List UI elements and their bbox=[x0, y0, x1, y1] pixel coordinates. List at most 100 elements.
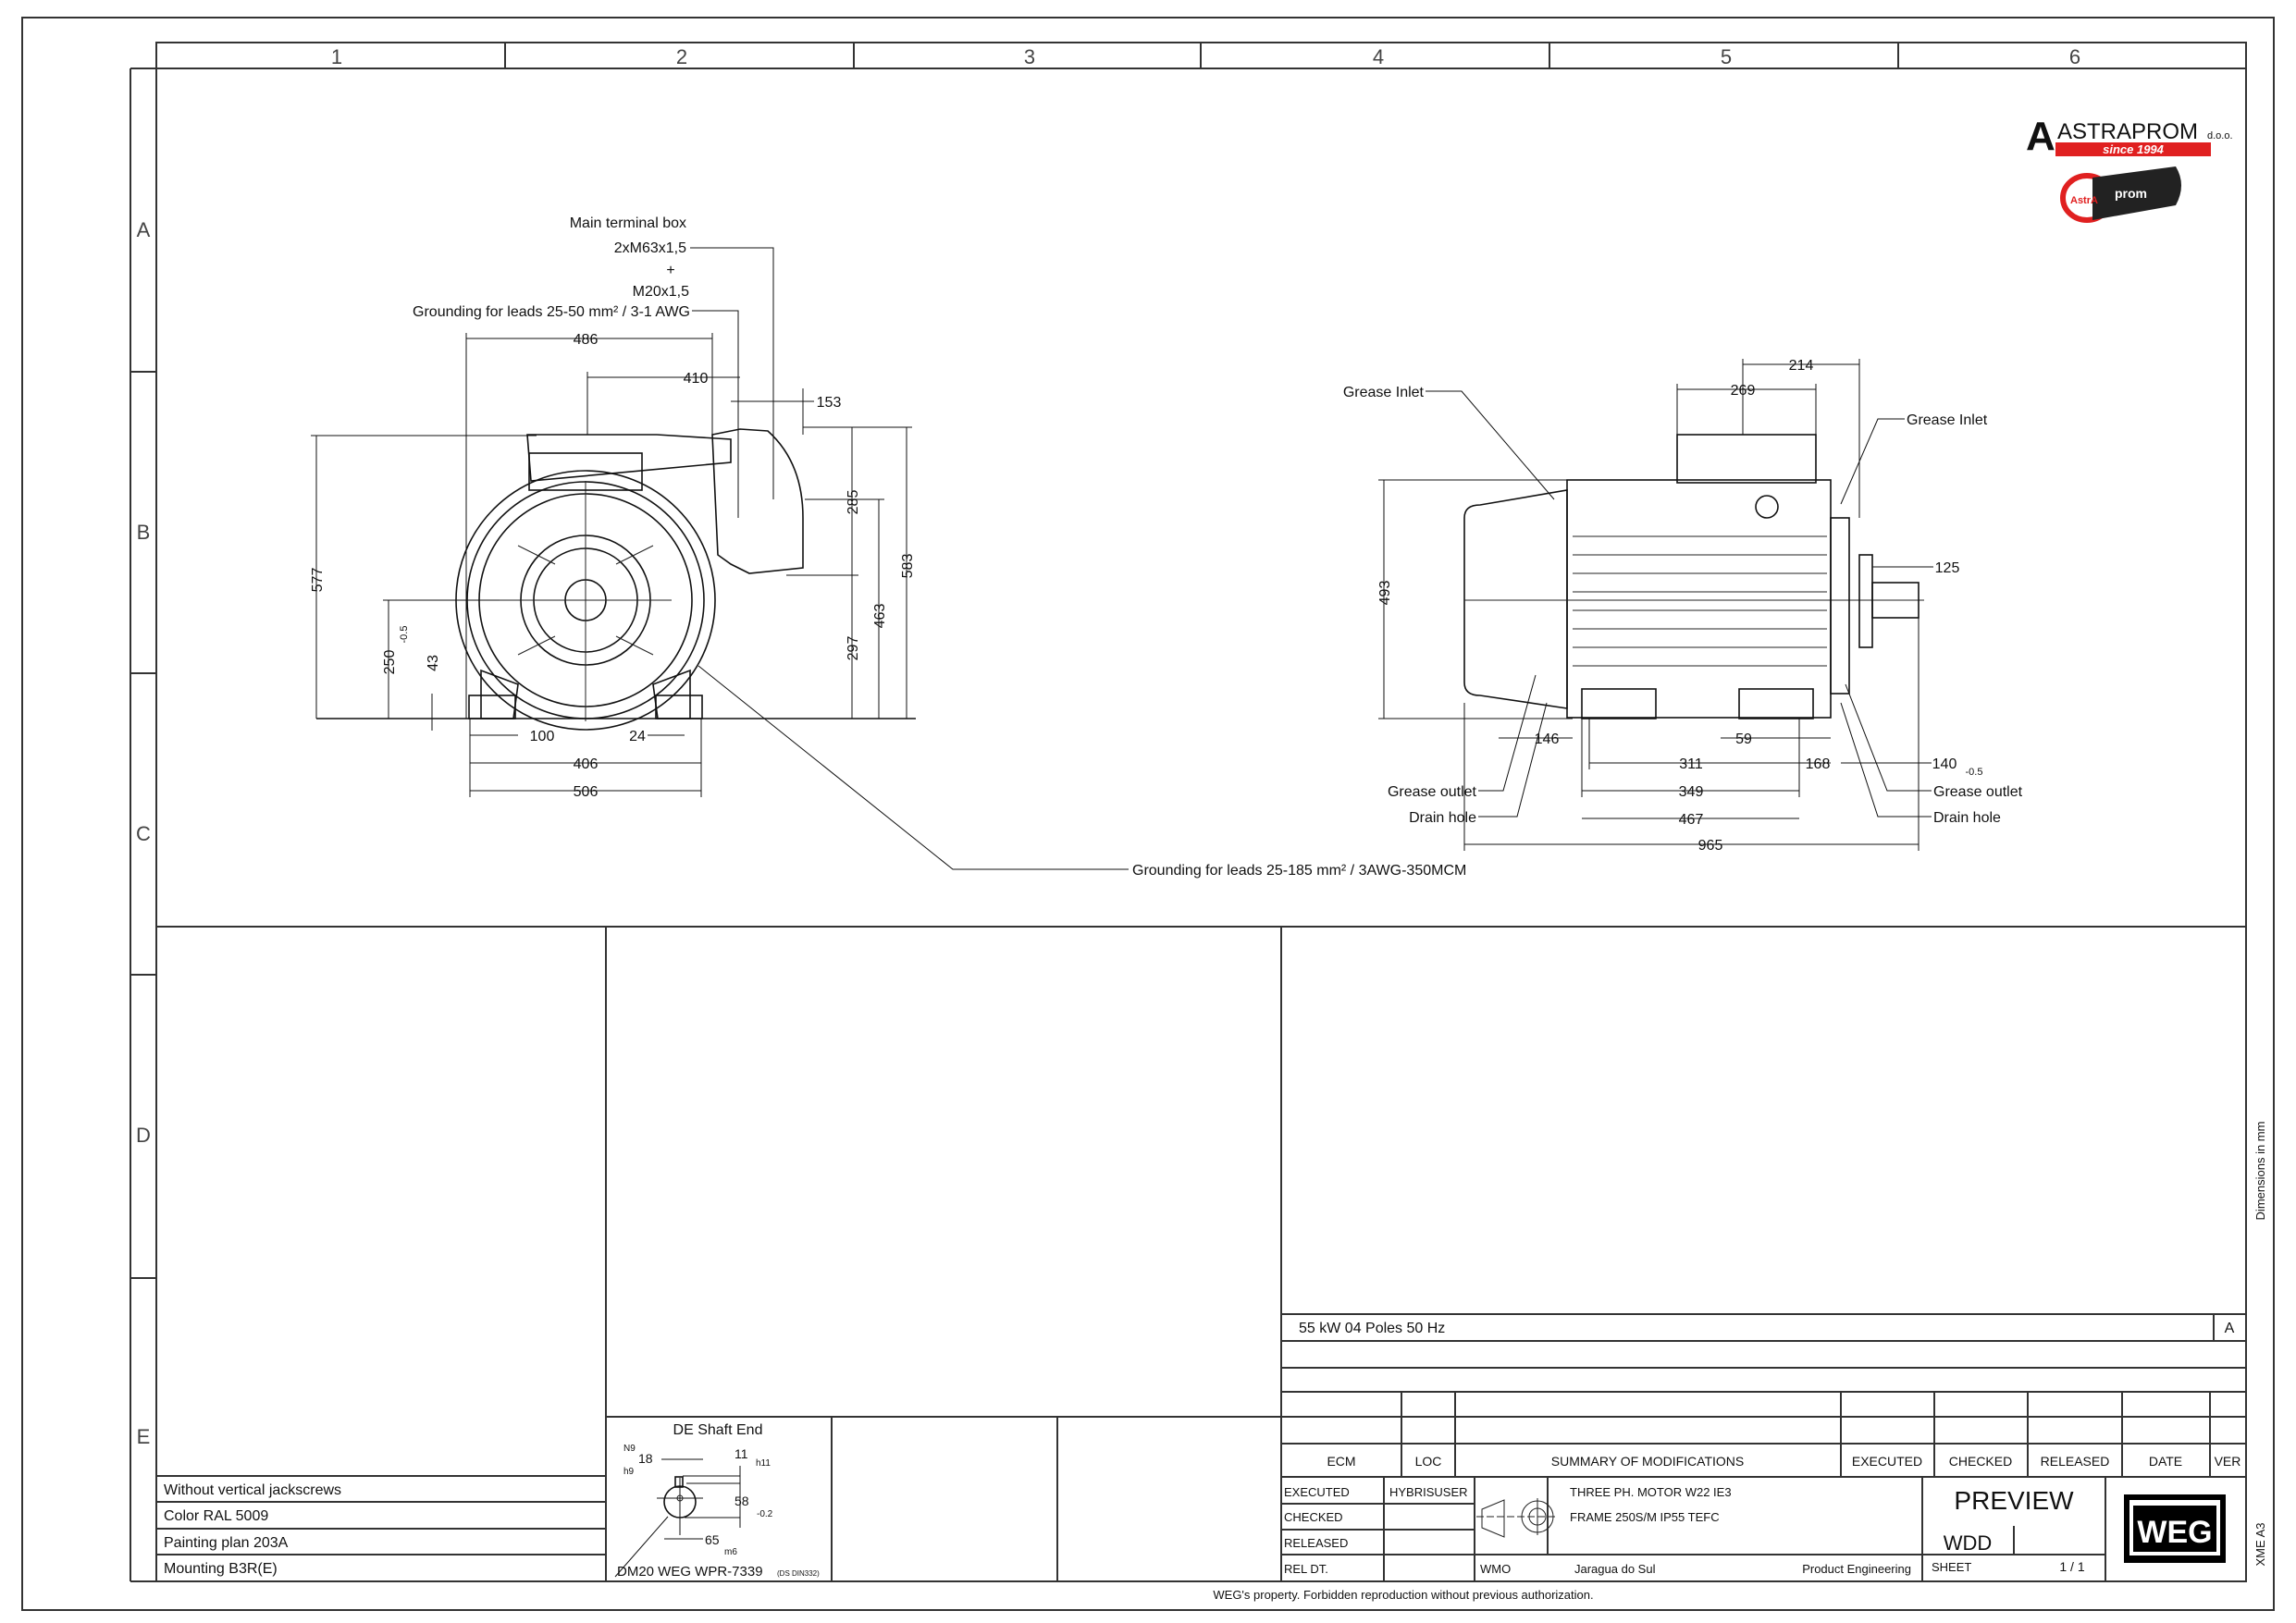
shaft-h11: h11 bbox=[756, 1458, 771, 1469]
department: Product Engineering bbox=[1802, 1562, 1911, 1576]
weg-logo: WEG bbox=[2124, 1494, 2226, 1563]
dim-153: 153 bbox=[817, 395, 842, 411]
projection-symbol-icon bbox=[1476, 1498, 1556, 1538]
row-labels: A B C D E bbox=[136, 218, 151, 1448]
sheet-value: 1 / 1 bbox=[2059, 1559, 2084, 1574]
dim-214: 214 bbox=[1789, 358, 1814, 374]
rel-dt-label: REL DT. bbox=[1284, 1562, 1328, 1576]
dim-406: 406 bbox=[574, 756, 599, 772]
lower-grid bbox=[156, 926, 2246, 1581]
label-grounding-large: Grounding for leads 25-185 mm² / 3AWG-35… bbox=[1132, 863, 1466, 879]
shaft-dim-58: 58 bbox=[734, 1494, 749, 1508]
logo-suffix: d.o.o. bbox=[2207, 130, 2233, 141]
column-label: 2 bbox=[676, 45, 687, 68]
rev-header: LOC bbox=[1415, 1454, 1442, 1469]
dim-297: 297 bbox=[846, 636, 861, 661]
shaft-n9: N9 bbox=[623, 1444, 636, 1454]
logo-emblem: AstrA bbox=[2070, 195, 2098, 206]
released-label: RELEASED bbox=[1284, 1536, 1348, 1550]
dim-965: 965 bbox=[1698, 838, 1723, 854]
dim-349: 349 bbox=[1679, 784, 1704, 800]
executed-value: HYBRISUSER bbox=[1389, 1485, 1468, 1499]
dim-125: 125 bbox=[1935, 560, 1960, 576]
grid-lines bbox=[130, 43, 1899, 1279]
shaft-tol-58: -0.2 bbox=[757, 1509, 773, 1519]
logo-a: A bbox=[2026, 114, 2055, 159]
motor-rating: 55 kW 04 Poles 50 Hz bbox=[1299, 1321, 1445, 1336]
dim-311: 311 bbox=[1679, 756, 1703, 772]
logo-brand: ASTRAPROM bbox=[2057, 119, 2198, 144]
svg-text:prom: prom bbox=[2115, 186, 2147, 201]
front-view-labels: Main terminal box 2xM63x1,5 + M20x1,5 Gr… bbox=[310, 215, 1466, 879]
dim-140: 140 bbox=[1932, 756, 1957, 772]
row-label: A bbox=[137, 218, 151, 241]
shaft-dim-18: 18 bbox=[638, 1451, 653, 1466]
outer-border bbox=[21, 17, 2275, 1611]
note-item: Color RAL 5009 bbox=[164, 1508, 268, 1524]
shaft-dim-65: 65 bbox=[705, 1532, 720, 1547]
rev-header: RELEASED bbox=[2041, 1454, 2110, 1469]
shaft-thread: DM20 WEG WPR-7339 bbox=[617, 1564, 763, 1580]
side-view-dimensions bbox=[1378, 359, 1933, 851]
dim-583: 583 bbox=[900, 554, 916, 579]
side-view bbox=[1463, 434, 1924, 719]
label-drain-hole-left: Drain hole bbox=[1409, 810, 1476, 826]
label-grease-outlet-left: Grease outlet bbox=[1388, 784, 1477, 800]
column-label: 4 bbox=[1373, 45, 1384, 68]
copyright-footer: WEG's property. Forbidden reproduction w… bbox=[1213, 1588, 1593, 1602]
astraprom-logo: A ASTRAPROM d.o.o. since 1994 AstrA prom bbox=[2026, 114, 2233, 223]
shaft-thread-note: (DS DIN332) bbox=[777, 1569, 820, 1578]
title-block-lines bbox=[1281, 1313, 2246, 1581]
dim-486: 486 bbox=[574, 332, 599, 348]
description-line-2: FRAME 250S/M IP55 TEFC bbox=[1570, 1510, 1720, 1524]
column-label: 3 bbox=[1024, 45, 1035, 68]
label-thread-2: M20x1,5 bbox=[633, 284, 689, 300]
rev-header: SUMMARY OF MODIFICATIONS bbox=[1551, 1454, 1744, 1469]
dim-250: 250 bbox=[382, 650, 398, 675]
label-grease-inlet-left: Grease Inlet bbox=[1343, 385, 1425, 400]
wmo-label: WMO bbox=[1480, 1562, 1511, 1576]
row-label: B bbox=[137, 521, 151, 544]
rev-header: ECM bbox=[1327, 1454, 1355, 1469]
front-view bbox=[316, 428, 916, 731]
rev-header: VER bbox=[2215, 1454, 2241, 1469]
document-code: WDD bbox=[1944, 1531, 1993, 1555]
dim-168: 168 bbox=[1806, 756, 1831, 772]
description-line-1: THREE PH. MOTOR W22 IE3 bbox=[1570, 1485, 1732, 1499]
dim-506: 506 bbox=[574, 784, 599, 800]
location: Jaragua do Sul bbox=[1574, 1562, 1656, 1576]
dim-463: 463 bbox=[872, 604, 888, 629]
status-preview: PREVIEW bbox=[1954, 1486, 2074, 1515]
dim-100: 100 bbox=[530, 729, 555, 744]
shaft-h9: h9 bbox=[623, 1467, 635, 1477]
side-view-labels: Grease Inlet Grease Inlet Grease outlet … bbox=[1343, 358, 2023, 854]
dim-285: 285 bbox=[846, 490, 861, 515]
sheet-label: SHEET bbox=[1932, 1560, 1971, 1574]
row-label: C bbox=[136, 822, 151, 845]
label-grease-inlet-right: Grease Inlet bbox=[1907, 412, 1988, 428]
note-item: Mounting B3R(E) bbox=[164, 1561, 278, 1577]
row-label: E bbox=[137, 1425, 151, 1448]
shaft-end-detail: DE Shaft End N9 18 h9 11 h11 58 -0.2 65 … bbox=[614, 1422, 820, 1580]
column-label: 6 bbox=[2069, 45, 2080, 68]
shaft-dim-11: 11 bbox=[734, 1446, 748, 1461]
notes-list: Without vertical jackscrews Color RAL 50… bbox=[164, 1482, 341, 1577]
rev-header: EXECUTED bbox=[1852, 1454, 1922, 1469]
dim-250-tolerance: -0.5 bbox=[399, 626, 410, 644]
column-label: 1 bbox=[331, 45, 342, 68]
logo-tagline: since 1994 bbox=[2103, 142, 2165, 156]
title-block: 55 kW 04 Poles 50 Hz A ECM LOC SUMMARY O… bbox=[1284, 1321, 2240, 1576]
dim-577: 577 bbox=[310, 568, 326, 593]
rev-header: CHECKED bbox=[1949, 1454, 2012, 1469]
dim-410: 410 bbox=[684, 371, 709, 387]
checked-label: CHECKED bbox=[1284, 1510, 1343, 1524]
column-labels: 1 2 3 4 5 6 bbox=[331, 45, 2080, 68]
shaft-end-title: DE Shaft End bbox=[673, 1422, 763, 1438]
dim-24: 24 bbox=[629, 729, 646, 744]
units-note: Dimensions in mm bbox=[2253, 1122, 2267, 1221]
note-item: Painting plan 203A bbox=[164, 1535, 289, 1551]
weg-logo-text: WEG bbox=[2137, 1515, 2212, 1550]
label-plus: + bbox=[666, 263, 674, 278]
label-drain-hole-right: Drain hole bbox=[1933, 810, 2001, 826]
